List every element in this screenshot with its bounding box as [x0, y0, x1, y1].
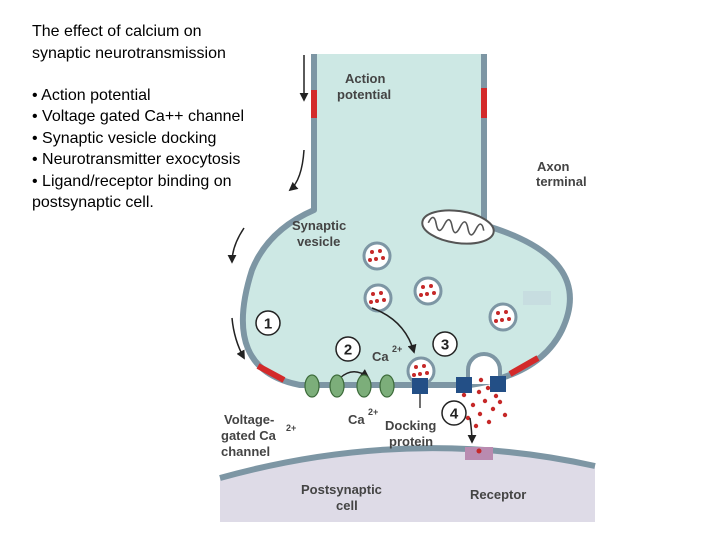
action-potential-segment-bottom-right: [508, 355, 540, 377]
propagation-arrow-3: [227, 227, 245, 264]
label-calcium: Ca: [372, 349, 389, 364]
label-voltage: Voltage-: [224, 412, 274, 427]
label-action: Action: [345, 71, 386, 86]
propagation-arrow-4: [231, 317, 245, 360]
label-terminal: terminal: [536, 174, 587, 189]
title-line-1: The effect of calcium on: [32, 23, 202, 40]
label-gated-ca: gated Ca: [221, 428, 277, 443]
label-gated-ca-charge: 2+: [286, 423, 296, 433]
label-calcium-lower: Ca: [348, 412, 365, 427]
synaptic-vesicle: [363, 283, 393, 313]
label-receptor: Receptor: [470, 487, 526, 502]
label-docking: Docking: [385, 418, 436, 433]
synaptic-vesicle: [488, 302, 518, 332]
label-postsynaptic: Postsynaptic: [301, 482, 382, 497]
bullet-exocytosis: • Neurotransmitter exocytosis: [32, 151, 241, 169]
vesicle-movement-arrow: [371, 307, 417, 354]
postsynaptic-cell: [220, 448, 595, 522]
step-2-number: 2: [344, 342, 352, 359]
docking-protein: [412, 378, 428, 394]
step-2: 2: [335, 336, 361, 362]
label-potential: potential: [337, 87, 391, 102]
ca-channel: [379, 374, 395, 398]
axon-terminal: [242, 54, 570, 385]
ca-channel: [329, 374, 345, 398]
slide-title: The effect of calcium on synaptic neurot…: [32, 21, 312, 65]
step-1: 1: [255, 310, 281, 336]
step-1-number: 1: [264, 316, 272, 333]
postsynaptic-membrane: [219, 445, 596, 481]
step-4: 4: [441, 400, 467, 426]
docking-protein: [456, 377, 472, 393]
propagation-arrow-2: [288, 149, 305, 192]
label-protein: protein: [389, 434, 433, 449]
title-line-2: synaptic neurotransmission: [32, 45, 226, 62]
bullet-receptor-binding: • Ligand/receptor binding on postsynapti…: [32, 172, 232, 212]
label-cell: cell: [336, 498, 358, 513]
diffusion-arrow: [467, 417, 477, 444]
synaptic-vesicle: [413, 276, 443, 306]
mitochondrion: [421, 209, 495, 245]
ca-channel: [356, 374, 372, 398]
label-vesicle: vesicle: [297, 234, 340, 249]
bullet-list: • Action potential • Voltage gated Ca++ …: [32, 85, 292, 213]
label-calcium-charge: 2+: [392, 344, 402, 354]
label-axon: Axon: [537, 159, 570, 174]
bullet-voltage-gated-channel: • Voltage gated Ca++ channel: [32, 108, 244, 126]
action-potential-segment-bottom-left: [256, 363, 286, 383]
released-neurotransmitter: [461, 377, 508, 429]
label-channel: channel: [221, 444, 270, 459]
synaptic-vesicle: [362, 241, 392, 271]
bullet-action-potential: • Action potential: [32, 87, 151, 104]
step-3-number: 3: [441, 337, 449, 354]
bullet-vesicle-docking: • Synaptic vesicle docking: [32, 129, 217, 147]
step-4-number: 4: [450, 406, 459, 423]
action-potential-segment-right: [481, 88, 487, 118]
docking-protein: [490, 376, 506, 392]
highlight-box: [523, 291, 551, 305]
step-3: 3: [432, 331, 458, 357]
action-potential-segment-left: [311, 90, 317, 118]
ca-channel: [304, 374, 320, 398]
label-synaptic: Synaptic: [292, 218, 346, 233]
label-calcium-lower-charge: 2+: [368, 407, 378, 417]
bound-neurotransmitter: [476, 448, 482, 454]
